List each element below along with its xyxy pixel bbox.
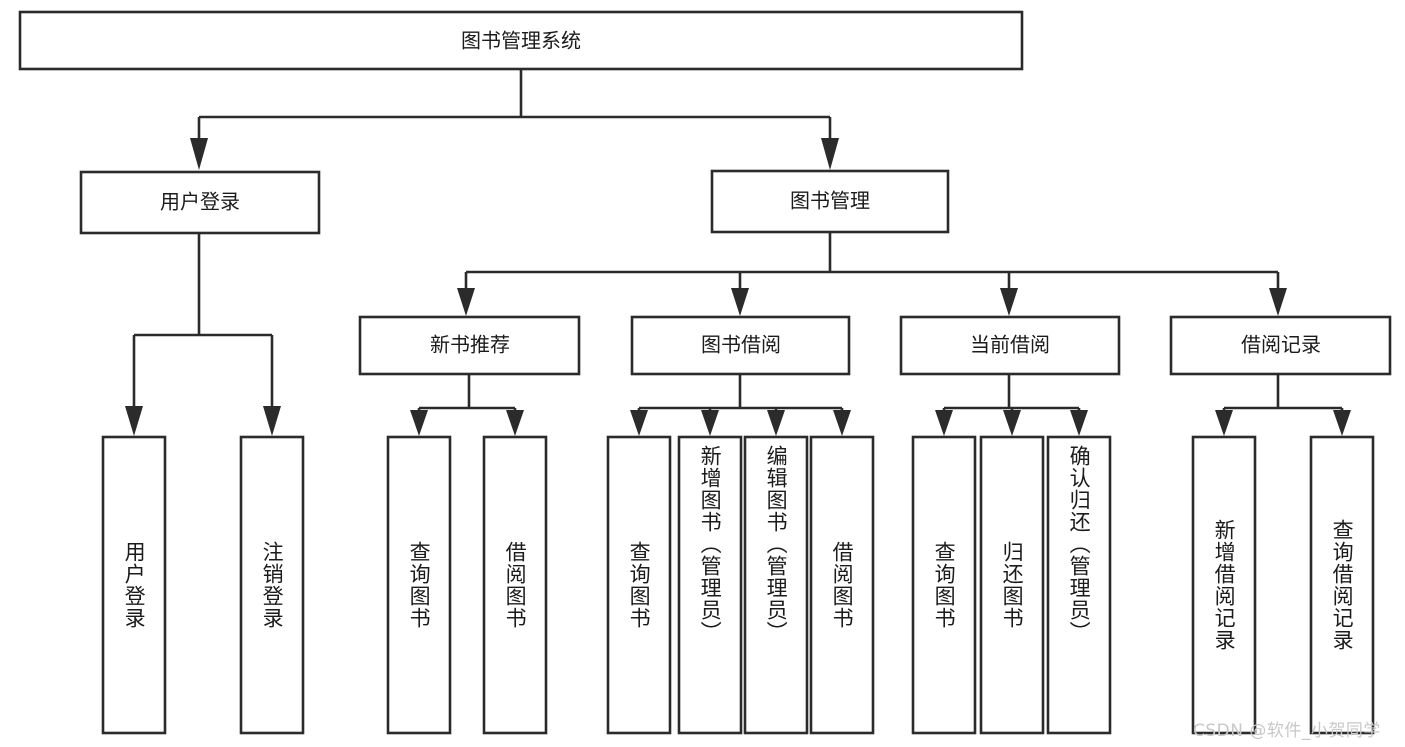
node-current-borrow-box[interactable]: [899, 315, 1121, 376]
csdn-watermark: CSDN @软件_小贺同学: [1193, 721, 1381, 741]
node-leaf-confirm-return-box[interactable]: [1046, 435, 1112, 735]
arrow-root-to-book-mgmt: [821, 138, 839, 170]
node-user-login-label: 用户登录: [160, 190, 240, 214]
arrow-user-login-left: [125, 406, 143, 436]
node-current-borrow-label: 当前借阅: [970, 333, 1050, 357]
node-leaf-query-record-box[interactable]: [1309, 435, 1375, 735]
arrow-current-borrow-c1: [935, 410, 953, 436]
node-leaf-edit-book-box[interactable]: [743, 435, 809, 735]
node-user-login-box[interactable]: [79, 170, 321, 235]
node-book-mgmt-box[interactable]: [710, 169, 950, 234]
arrow-borrow-record-c1: [1215, 410, 1233, 436]
node-leaf-user-logout-box[interactable]: [239, 435, 305, 735]
node-book-borrow-label: 图书借阅: [701, 333, 781, 357]
node-new-book-rec-box[interactable]: [358, 315, 581, 376]
node-book-borrow-box[interactable]: [630, 315, 851, 376]
arrow-borrow-record-c2: [1333, 410, 1351, 436]
node-layer: 图书管理系统 用户登录 图书管理 新书推荐 图书借阅 当前借阅 借阅记录: [18, 10, 1392, 735]
arrow-to-new-book-rec: [457, 288, 475, 316]
arrow-current-borrow-c2: [1003, 410, 1021, 436]
arrow-current-borrow-c3: [1070, 410, 1088, 436]
arrow-to-borrow-record: [1269, 288, 1287, 316]
node-new-book-rec-label: 新书推荐: [430, 333, 510, 357]
arrow-new-book-rec-c2: [506, 410, 524, 436]
node-leaf-query-book-borrow-box[interactable]: [606, 435, 672, 735]
node-leaf-query-book-current-box[interactable]: [911, 435, 977, 735]
arrow-book-borrow-c1: [630, 410, 648, 436]
node-leaf-user-login-box[interactable]: [101, 435, 167, 735]
node-root-label: 图书管理系统: [461, 29, 581, 53]
node-leaf-add-record-box[interactable]: [1191, 435, 1257, 735]
arrow-book-borrow-c3: [767, 410, 785, 436]
arrow-to-current-borrow: [1000, 288, 1018, 316]
arrow-root-to-user-login: [190, 138, 208, 170]
node-borrow-record-label: 借阅记录: [1241, 333, 1321, 357]
node-leaf-add-book-box[interactable]: [677, 435, 743, 735]
node-leaf-borrow-book-rec-box[interactable]: [482, 435, 548, 735]
node-book-mgmt-label: 图书管理: [790, 189, 870, 213]
node-borrow-record-box[interactable]: [1169, 315, 1392, 376]
arrow-new-book-rec-c1: [410, 410, 428, 436]
connector-layer: [125, 69, 1351, 436]
arrow-user-login-right: [263, 406, 281, 436]
arrow-to-book-borrow: [731, 288, 749, 316]
arrow-book-borrow-c4: [833, 410, 851, 436]
node-root-box[interactable]: [18, 10, 1024, 71]
node-leaf-query-book-rec-box[interactable]: [386, 435, 452, 735]
arrow-book-borrow-c2: [701, 410, 719, 436]
node-leaf-borrow-book-box[interactable]: [809, 435, 875, 735]
node-leaf-return-book-box[interactable]: [979, 435, 1045, 735]
